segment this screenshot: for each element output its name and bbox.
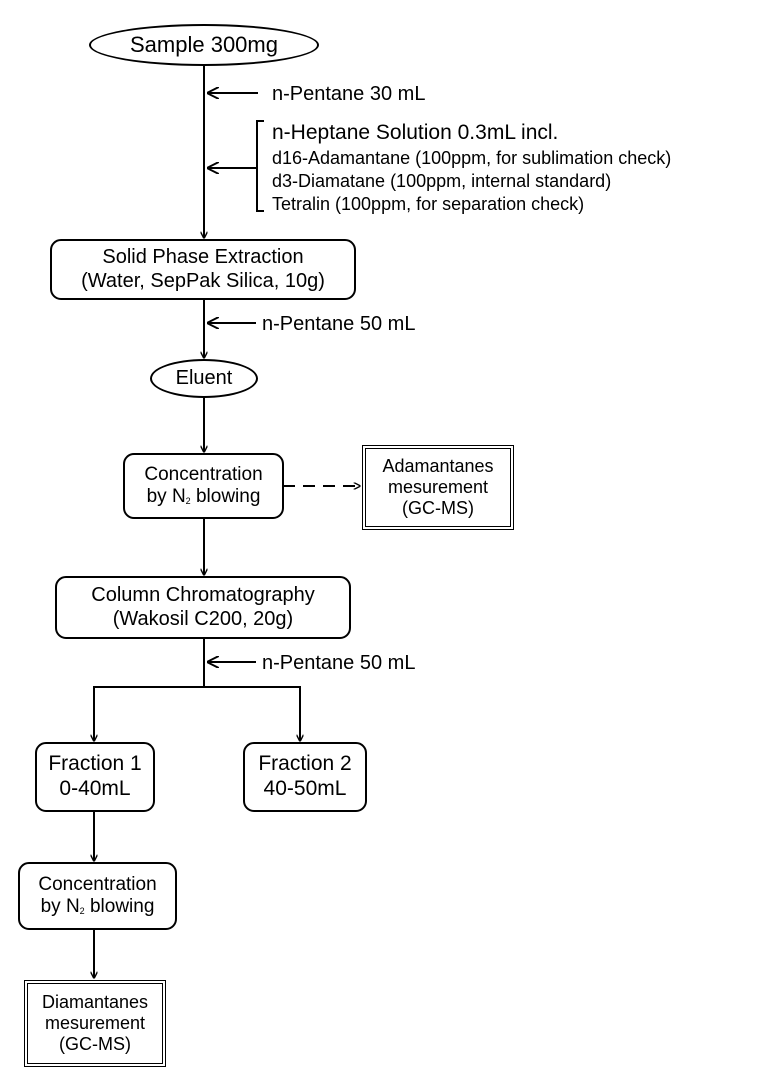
concentration-node-1: Concentration by N2 blowing	[123, 453, 284, 519]
fraction-2-line1: Fraction 2	[258, 752, 352, 776]
fraction-1-node: Fraction 1 0-40mL	[35, 742, 155, 812]
reagent-pentane-50-a: n-Pentane 50 mL	[262, 313, 416, 335]
sample-node: Sample 300mg	[89, 24, 319, 66]
reagent-pentane-30: n-Pentane 30 mL	[272, 83, 426, 105]
spe-line2: (Water, SepPak Silica, 10g)	[81, 269, 325, 292]
spe-line1: Solid Phase Extraction	[102, 245, 304, 268]
standard-item: d3-Diamatane (100ppm, internal standard)	[272, 171, 612, 191]
column-line2: (Wakosil C200, 20g)	[112, 607, 294, 630]
concentration-line1: Concentration	[144, 463, 263, 485]
adamantanes-line2: mesurement	[387, 476, 489, 497]
column-chromatography-node: Column Chromatography (Wakosil C200, 20g…	[55, 576, 351, 639]
line-split-bar	[93, 686, 301, 740]
column-line1: Column Chromatography	[91, 583, 315, 606]
diamantanes-measurement-node: Diamantanes mesurement (GC-MS)	[24, 980, 166, 1067]
standard-item: d16-Adamantane (100ppm, for sublimation …	[272, 148, 672, 168]
standards-bracket	[256, 120, 264, 212]
fraction-1-line2: 0-40mL	[59, 777, 131, 800]
adamantanes-line1: Adamantanes	[382, 455, 494, 476]
fraction-2-node: Fraction 2 40-50mL	[243, 742, 367, 812]
concentration-line2: by N2 blowing	[146, 486, 261, 507]
spe-node: Solid Phase Extraction (Water, SepPak Si…	[50, 239, 356, 300]
eluent-node: Eluent	[150, 359, 258, 398]
fraction-2-line2: 40-50mL	[263, 777, 347, 800]
adamantanes-line3: (GC-MS)	[402, 498, 474, 519]
diamantanes-line2: mesurement	[44, 1012, 146, 1033]
standard-item: Tetralin (100ppm, for separation check)	[272, 194, 585, 214]
concentration-node-2: Concentration by N2 blowing	[18, 862, 177, 930]
eluent-label: Eluent	[175, 366, 233, 389]
adamantanes-measurement-node: Adamantanes mesurement (GC-MS)	[362, 445, 514, 530]
sample-label: Sample 300mg	[130, 32, 278, 58]
diamantanes-line1: Diamantanes	[41, 991, 149, 1012]
concentration-line1: Concentration	[38, 873, 157, 895]
reagent-pentane-50-b: n-Pentane 50 mL	[262, 652, 416, 674]
standards-heading: n-Heptane Solution 0.3mL incl.	[272, 121, 559, 144]
concentration-line2: by N2 blowing	[40, 896, 155, 917]
fraction-1-line1: Fraction 1	[48, 752, 142, 776]
diamantanes-line3: (GC-MS)	[59, 1034, 131, 1055]
